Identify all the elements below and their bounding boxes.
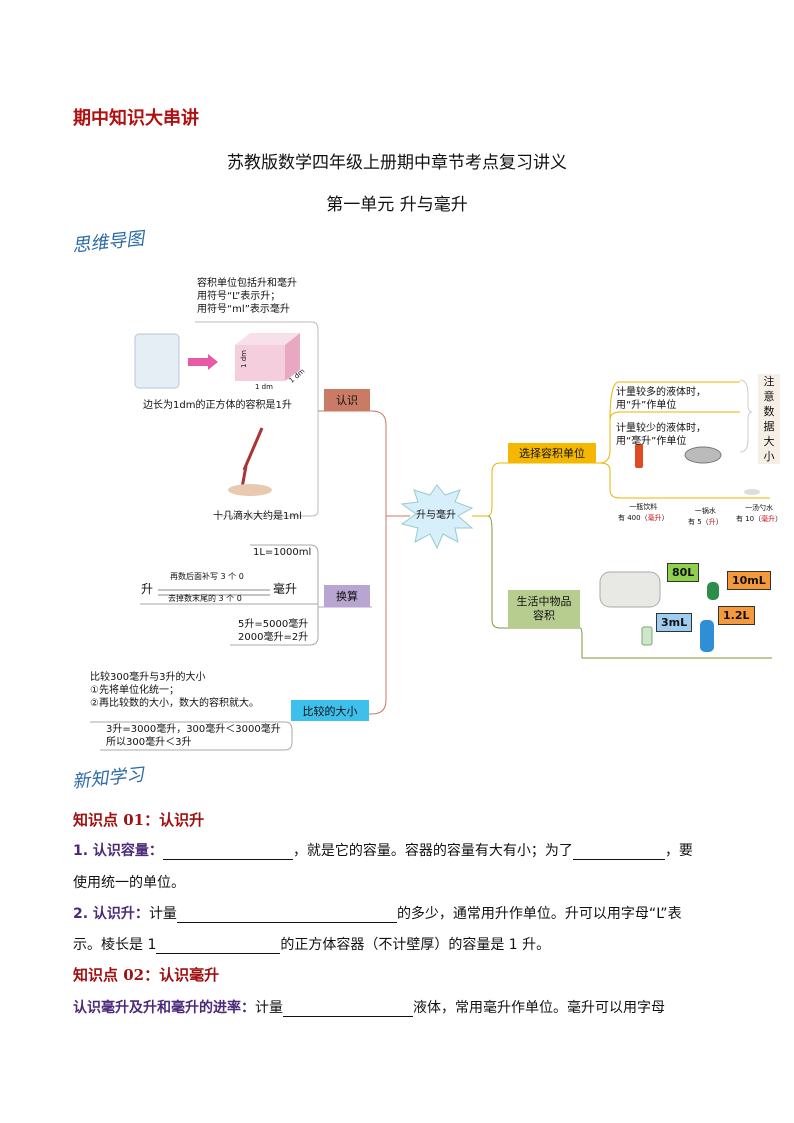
callout-1-2l: 1.2L <box>718 606 755 625</box>
answer-line: 3升=3000毫升，300毫升＜3000毫升 <box>106 724 281 735</box>
callout-10ml: 10mL <box>727 571 771 590</box>
para-text: ，就是它的容量。容器的容量有大有小；为了 <box>292 843 573 859</box>
example: 5升=5000毫升 <box>238 619 309 630</box>
unit-title: 第一单元 升与毫升 <box>326 195 468 215</box>
example-label: 一瓶饮料 <box>629 503 658 511</box>
para-3-line-1: 认识毫升及升和毫升的进率：计量 液体，常用毫升作单位。毫升可以用字母 <box>73 997 665 1017</box>
example-label: 一锅水 <box>694 507 716 515</box>
rule-line: 计量较多的液体时， <box>616 387 706 398</box>
note-line: 用符号“L”表示升； <box>197 291 281 302</box>
example-drink: 一瓶饮料 有 400（毫升） <box>618 502 669 524</box>
para-text: 的多少，通常用升作单位。升可以用字母“L”表 <box>396 906 682 922</box>
example-post: ） <box>715 518 723 526</box>
example-label: 一汤勺水 <box>745 504 774 512</box>
unit-from: 升 <box>141 582 154 596</box>
rule-line: 用“毫升”作单位 <box>616 436 687 447</box>
doc-title: 苏教版数学四年级上册期中章节考点复习讲义 <box>227 153 567 173</box>
step: ①先将单位化统一； <box>90 685 179 696</box>
para-label: 认识毫升及升和毫升的进率： <box>73 1000 255 1016</box>
rule-large: 计量较多的液体时， 用“升”作单位 <box>616 386 706 412</box>
cube-caption: 边长为1dm的正方体的容积是1升 <box>143 400 292 411</box>
renshi-note: 容积单位包括升和毫升 用符号“L”表示升； 用符号“ml”表示毫升 <box>197 277 297 316</box>
para-text: 计量 <box>255 1000 283 1016</box>
para-2-line-2: 示。棱长是 1 的正方体容器（不计壁厚）的容量是 1 升。 <box>73 934 550 954</box>
answer-line: 所以300毫升＜3升 <box>106 737 192 748</box>
rule-small: 计量较少的液体时， 用“毫升”作单位 <box>616 422 706 448</box>
conversion-rule: 1L=1000ml <box>253 547 312 558</box>
compare-answer: 3升=3000毫升，300毫升＜3000毫升 所以300毫升＜3升 <box>106 723 281 749</box>
note-line: 用符号“ml”表示毫升 <box>197 304 290 315</box>
rule-line: 用“升”作单位 <box>616 400 677 411</box>
fill-blank[interactable] <box>162 845 293 860</box>
cube-dim-width: 1 dm <box>255 383 273 391</box>
unit-to: 毫升 <box>273 582 298 596</box>
note-char: 据 <box>763 420 775 433</box>
example-post: ） <box>775 515 783 523</box>
example-spoon: 一汤勺水 有 10（毫升） <box>736 503 782 525</box>
node-shenghuo: 生活中物品容积 <box>508 590 580 628</box>
note-char: 小 <box>763 450 775 463</box>
node-bijiao: 比较的大小 <box>291 700 369 721</box>
para-text: 的正方体容器（不计壁厚）的容量是 1 升。 <box>280 937 551 953</box>
node-xuanze: 选择容积单位 <box>508 443 596 463</box>
series-title: 期中知识大串讲 <box>73 108 199 129</box>
note-char: 注 <box>763 375 775 388</box>
example-pot: 一锅水 有 5（升） <box>688 506 723 528</box>
example-pre: 有 10（ <box>736 515 762 523</box>
note-line: 容积单位包括升和毫升 <box>197 278 297 289</box>
example-pre: 有 400（ <box>618 514 648 522</box>
fill-blank[interactable] <box>283 1002 413 1017</box>
para-text: 示。棱长是 1 <box>73 937 157 953</box>
drop-caption: 十几滴水大约是1ml <box>213 511 302 522</box>
para-1-line-2: 使用统一的单位。 <box>73 875 185 891</box>
knowledge-point-1: 知识点 01：认识升 <box>73 811 205 829</box>
callout-80l: 80L <box>667 563 700 582</box>
para-label: 1. 认识容量： <box>73 843 163 859</box>
callout-3ml: 3mL <box>656 613 693 632</box>
compare-steps: 比较300毫升与3升的大小 ①先将单位化统一； ②再比较数的大小，数大的容积就大… <box>90 671 259 710</box>
step: 比较300毫升与3升的大小 <box>90 672 206 683</box>
para-text: 液体，常用毫升作单位。毫升可以用字母 <box>413 1000 665 1016</box>
conversion-examples: 5升=5000毫升 2000毫升=2升 <box>238 618 308 644</box>
note-char: 意 <box>763 390 775 403</box>
para-text: 计量 <box>148 906 177 922</box>
example-pre: 有 5（ <box>688 518 709 526</box>
cube-dim-height: 1 dm <box>239 350 248 368</box>
para-2-line-1: 2. 认识升：计量 的多少，通常用升作单位。升可以用字母“L”表 <box>73 903 682 923</box>
fill-blank[interactable] <box>572 845 665 860</box>
center-node: 升与毫升 <box>416 510 456 521</box>
note-data-size: 注 意 数 据 大 小 <box>758 374 780 464</box>
para-label: 2. 认识升： <box>73 906 149 922</box>
backward-rule: 去掉数末尾的 3 个 0 <box>168 594 242 603</box>
rule-line: 计量较少的液体时， <box>616 423 706 434</box>
forward-rule: 再数后面补写 3 个 0 <box>170 572 244 581</box>
para-text: ，要 <box>664 843 693 859</box>
node-renshi: 认识 <box>324 389 370 411</box>
step: ②再比较数的大小，数大的容积就大。 <box>90 698 259 709</box>
para-1-line-1: 1. 认识容量： ，就是它的容量。容器的容量有大有小；为了 ，要 <box>73 840 693 860</box>
node-huansuan: 换算 <box>324 585 370 607</box>
example: 2000毫升=2升 <box>238 632 309 643</box>
example-unit: 毫升 <box>647 514 662 522</box>
example-unit: 升 <box>708 518 716 526</box>
example-post: ） <box>661 514 669 522</box>
fill-blank[interactable] <box>176 908 397 923</box>
fill-blank[interactable] <box>156 939 281 954</box>
example-unit: 毫升 <box>761 515 776 523</box>
knowledge-point-2: 知识点 02：认识毫升 <box>73 966 220 984</box>
note-char: 大 <box>763 435 775 448</box>
note-char: 数 <box>763 405 775 418</box>
